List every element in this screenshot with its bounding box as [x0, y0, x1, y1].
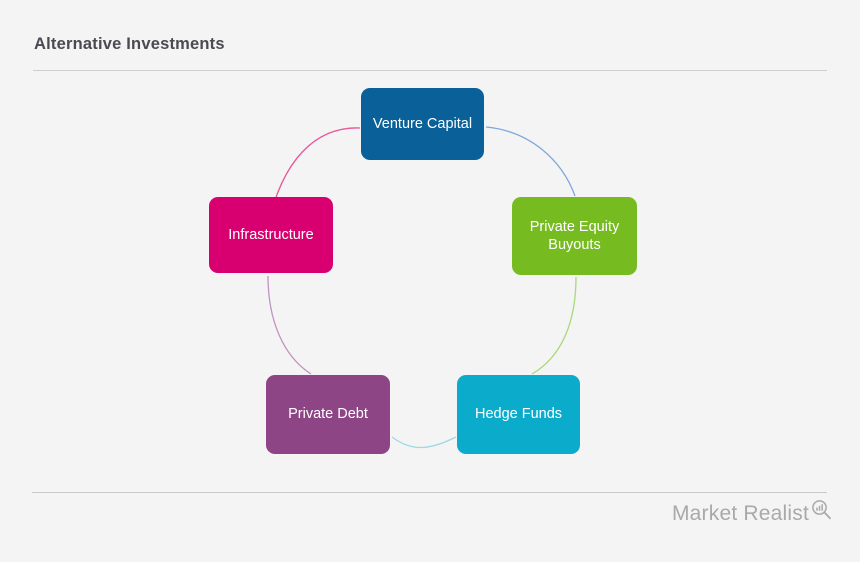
node-venture-capital[interactable]: Venture Capital	[361, 88, 484, 160]
connector-venture-capital-to-private-equity	[485, 126, 576, 197]
node-infrastructure[interactable]: Infrastructure	[209, 197, 333, 273]
node-hedge-funds[interactable]: Hedge Funds	[457, 375, 580, 454]
connector-private-debt-to-infrastructure	[267, 275, 312, 375]
brand-logo: Market Realist	[671, 499, 832, 526]
header-divider	[33, 70, 827, 71]
brand-name: Market Realist	[671, 502, 809, 525]
connector-private-equity-to-hedge-funds	[531, 276, 577, 375]
node-private-debt[interactable]: Private Debt	[266, 375, 390, 454]
connector-hedge-funds-to-private-debt	[391, 436, 457, 449]
magnifying-glass-bar-chart-icon	[810, 499, 832, 526]
node-private-equity-buyouts[interactable]: Private Equity Buyouts	[512, 197, 637, 275]
page-title: Alternative Investments	[34, 35, 225, 53]
footer-divider	[32, 492, 827, 493]
